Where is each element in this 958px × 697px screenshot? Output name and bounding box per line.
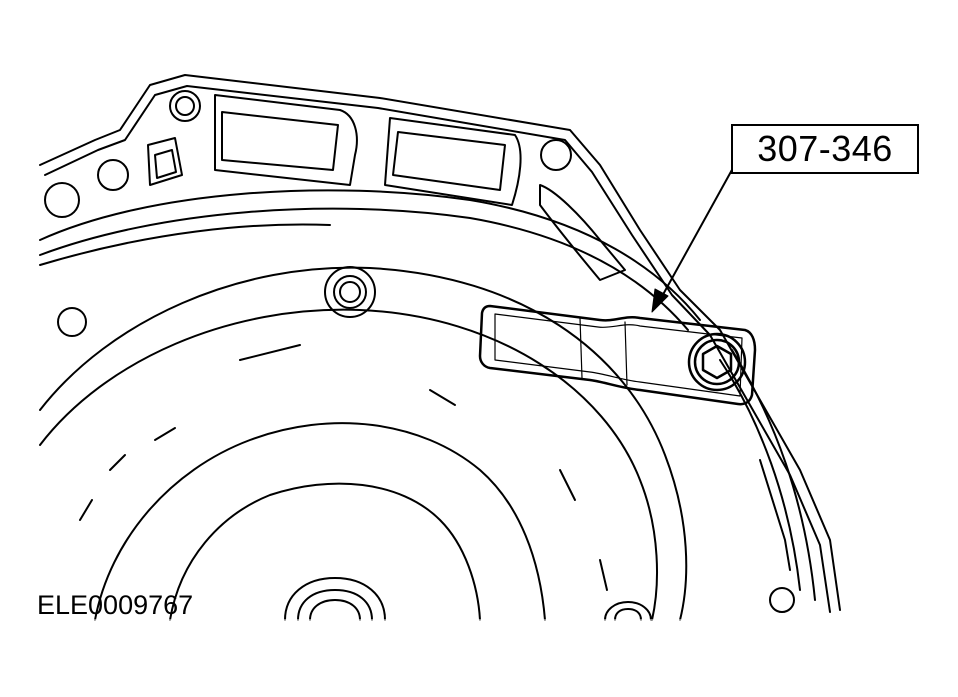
hub-bosses xyxy=(284,577,652,621)
converter-bolt-boss xyxy=(324,266,376,318)
torque-converter xyxy=(39,266,688,621)
flange-curves xyxy=(39,189,816,601)
housing-outline xyxy=(39,74,841,613)
housing-ribs xyxy=(147,94,626,281)
figure-id: ELE0009767 xyxy=(37,590,194,620)
callout-leader xyxy=(651,167,734,313)
holding-tool-307-346 xyxy=(478,304,757,406)
tool-callout-label: 307-346 xyxy=(731,124,919,174)
flange-bolt-holes xyxy=(44,90,795,613)
